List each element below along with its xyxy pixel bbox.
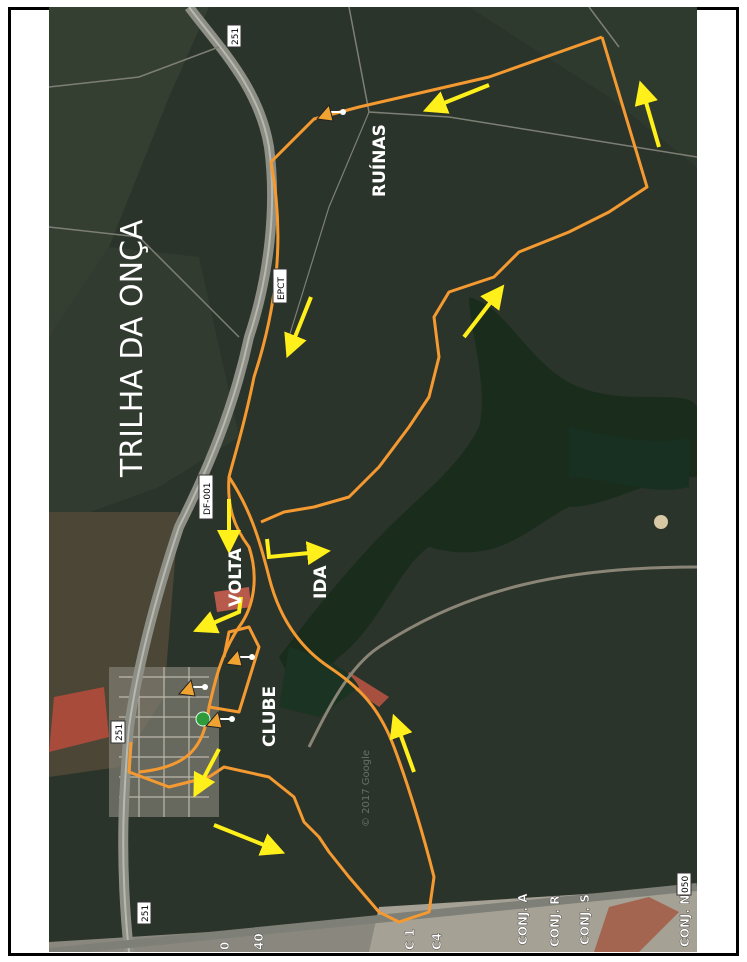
route-segment	[260, 36, 649, 524]
waypoint-marker[interactable]	[225, 648, 255, 667]
direction-arrow	[213, 823, 286, 856]
label-c1: C 1	[403, 929, 417, 950]
terrain-hill	[49, 7, 209, 337]
terrain-plain	[49, 247, 239, 527]
label-conj-s: CONJ. S	[578, 894, 592, 945]
forest	[569, 427, 689, 490]
direction-arrow	[192, 596, 243, 634]
waypoint-marker-ruinas[interactable]	[316, 103, 346, 122]
forest	[279, 647, 359, 717]
road-shield-df001: DF-001	[198, 474, 214, 520]
trail-road	[588, 6, 620, 48]
label-c4: C4	[430, 933, 444, 950]
svg-text:251: 251	[141, 905, 151, 922]
map-watermark: © 2017 Google	[361, 750, 372, 827]
direction-arrow	[265, 538, 331, 566]
dirt-patch	[49, 687, 109, 752]
route-loop	[208, 625, 261, 714]
label-0: 0	[218, 942, 232, 950]
dirt-road	[307, 565, 698, 748]
route-segment	[269, 35, 603, 164]
svg-text:050: 050	[681, 876, 691, 893]
svg-text:EPCT: EPCT	[277, 277, 287, 300]
start-marker[interactable]	[195, 710, 235, 729]
dirt-patch	[344, 672, 389, 707]
label-40: 40	[252, 933, 266, 950]
satellite-map[interactable]: 251 251 251 EPCT DF-001 050 CONJ. A CONJ…	[48, 3, 698, 956]
urban-streets	[119, 667, 209, 817]
trail-road	[348, 6, 698, 158]
direction-arrow	[462, 284, 505, 339]
clearing	[654, 515, 668, 529]
direction-arrow	[422, 83, 490, 114]
trail-road	[288, 111, 370, 338]
place-label-ruinas: RUÍNAS	[368, 124, 390, 197]
waypoint-marker[interactable]	[178, 678, 208, 697]
direction-arrow	[634, 80, 661, 148]
terrain-field	[469, 7, 697, 167]
road-shield-251-bottom: 251	[136, 901, 152, 925]
city-dirt	[594, 897, 679, 952]
highway-251-lane	[122, 6, 274, 953]
road-shield-251-mid: 251	[110, 720, 126, 744]
road-shield-251-top: 251	[226, 24, 242, 48]
direction-arrow	[389, 713, 416, 773]
svg-text:251: 251	[115, 724, 125, 741]
direction-arrow	[193, 748, 221, 798]
place-label-clube: CLUBE	[260, 686, 280, 747]
direction-arrow	[284, 296, 313, 359]
route-segment	[127, 476, 436, 924]
trail-road	[48, 226, 240, 338]
road-shield-050: 050	[676, 872, 692, 896]
label-conj-a: CONJ. A	[516, 893, 530, 945]
label-conj-n: CONJ. N	[678, 895, 692, 947]
place-label-volta: VOLTA	[226, 547, 246, 607]
label-conj-r: CONJ. R	[548, 896, 562, 948]
trail-road	[48, 46, 220, 88]
road-050	[48, 883, 698, 956]
road-shield-epct: EPCT	[272, 268, 288, 304]
svg-text:251: 251	[231, 28, 241, 45]
svg-text:DF-001: DF-001	[203, 482, 213, 515]
forest	[279, 297, 697, 697]
map-title: TRILHA DA ONÇA	[115, 219, 150, 478]
place-label-ida: IDA	[311, 565, 331, 599]
